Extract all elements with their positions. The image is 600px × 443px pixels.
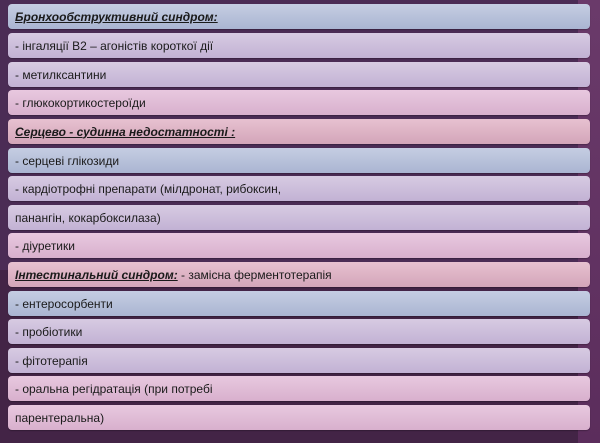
list-item: - кардіотрофні препарати (мілдронат, риб… bbox=[8, 176, 590, 201]
section-title: Серцево - судинна недостатності : bbox=[15, 124, 236, 139]
list-item: - діуретики bbox=[8, 233, 590, 258]
list-item: - пробіотики bbox=[8, 319, 590, 344]
list-item-text: - оральна регідратація (при потребі bbox=[15, 381, 213, 396]
list-item-text: - ентеросорбенти bbox=[15, 296, 113, 311]
section-header-note: - замісна ферментотерапія bbox=[177, 267, 332, 282]
list-item-text: - глюкокортикостероїди bbox=[15, 95, 146, 110]
list-item: - інгаляції В2 – агоністів короткої дії bbox=[8, 33, 590, 58]
section-header-cardio: Серцево - судинна недостатності : bbox=[8, 119, 590, 144]
list-item: - серцеві глікозиди bbox=[8, 148, 590, 173]
list-item: - ентеросорбенти bbox=[8, 291, 590, 316]
list-item: - фітотерапія bbox=[8, 348, 590, 373]
list-item-text: - кардіотрофні препарати (мілдронат, риб… bbox=[15, 181, 282, 196]
list-item-text: - пробіотики bbox=[15, 324, 83, 339]
list-item-text: - метилксантини bbox=[15, 67, 107, 82]
list-item: - глюкокортикостероїди bbox=[8, 90, 590, 115]
list-item-text: парентеральна) bbox=[15, 410, 105, 425]
section-title: Інтестинальний синдром: bbox=[15, 267, 178, 282]
list-item: панангін, кокарбоксилаза) bbox=[8, 205, 590, 230]
section-header-intestinal: Інтестинальний синдром: - замісна фермен… bbox=[8, 262, 590, 287]
list-item-text: панангін, кокарбоксилаза) bbox=[15, 210, 161, 225]
list-item-text: - фітотерапія bbox=[15, 353, 88, 368]
list-item: парентеральна) bbox=[8, 405, 590, 430]
section-header-bronchial: Бронхообструктивний синдром: bbox=[8, 4, 590, 29]
list-item: - оральна регідратація (при потребі bbox=[8, 376, 590, 401]
list-item-text: - серцеві глікозиди bbox=[15, 153, 120, 168]
list-item-text: - інгаляції В2 – агоністів короткої дії bbox=[15, 38, 214, 53]
list-item-text: - діуретики bbox=[15, 238, 75, 253]
list-item: - метилксантини bbox=[8, 62, 590, 87]
section-title: Бронхообструктивний синдром: bbox=[15, 9, 218, 24]
